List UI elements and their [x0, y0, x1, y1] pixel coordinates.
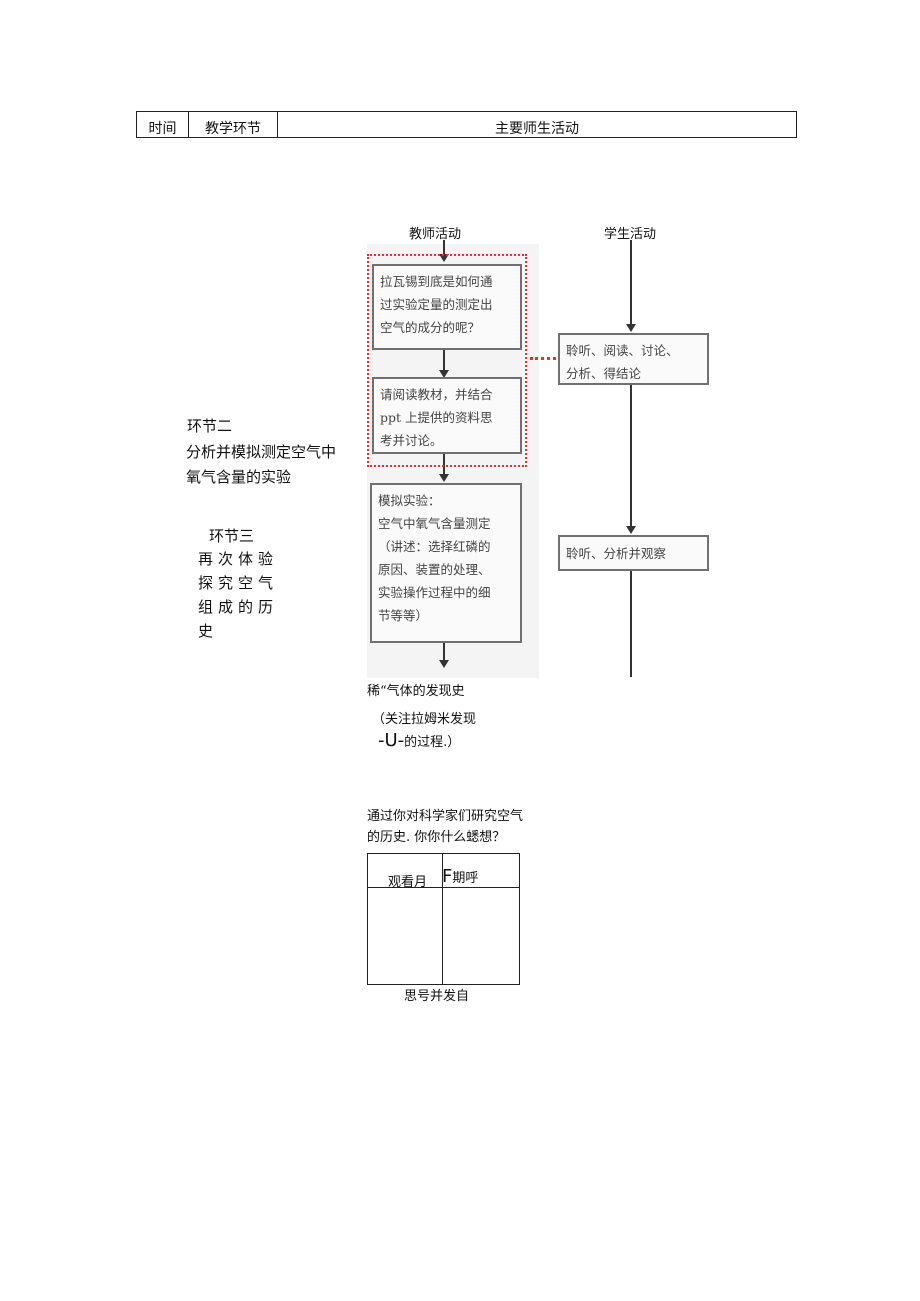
student-box-discuss-line: 分析、得结论	[566, 366, 642, 381]
student-box-discuss-line: 聆听、阅读、讨论、	[566, 343, 679, 358]
teacher-box-reading-line: 请阅读教材，并结合	[380, 387, 493, 402]
section2-title: 环节二	[187, 417, 233, 435]
section3-line4: 史	[198, 622, 219, 640]
section3-title: 环节三	[209, 527, 255, 545]
teacher-box-reading-line: ppt 上提供的资料思	[380, 410, 493, 425]
section2-line1: 分析并模拟测定空气中	[186, 443, 337, 461]
arrow-down-icon	[626, 324, 636, 332]
header-time: 时间	[137, 112, 189, 137]
student-box-observe: 聆听、分析并观察	[558, 535, 709, 571]
table-cell-watch: 观看月	[388, 875, 428, 890]
teacher-box-experiment: 模拟实验： 空气中氧气含量测定 （讲述：选择红磷的 原因、装置的处理、 实验操作…	[370, 483, 522, 643]
teacher-connector	[443, 350, 445, 372]
section3-line3: 组成的历	[198, 598, 279, 616]
student-activity-heading: 学生活动	[604, 227, 657, 242]
header-activity: 主要师生活动	[495, 120, 579, 137]
student-connector	[630, 571, 632, 677]
teacher-box-question-line: 过实验定量的测定出	[380, 297, 493, 312]
arrow-down-icon	[439, 370, 449, 378]
arrow-down-icon	[439, 660, 449, 668]
table-cell-expect-text: 期呼	[452, 871, 479, 886]
teacher-box-question-line: 空气的成分的呢？	[380, 320, 481, 335]
header-section: 教学环节	[189, 112, 278, 137]
header-table: 时间 教学环节 主要师生活动	[136, 111, 797, 138]
process-text: 的过程.）	[404, 735, 461, 750]
teacher-box-reading-line: 考并讨论。	[380, 433, 443, 448]
section3-line2: 探究空气	[198, 574, 279, 592]
question-line1: 通过你对科学家们研究空气	[367, 809, 524, 824]
process-note: -U-的过程.）	[378, 730, 460, 751]
section2-line2: 氧气含量的实验	[186, 468, 292, 486]
table-divider	[368, 887, 519, 888]
history-note: 稀“气体的发现史	[367, 684, 465, 699]
reflection-table: 观看月 F期呼	[367, 853, 520, 985]
table-caption: 思号并发自	[404, 989, 470, 1004]
arrow-down-icon	[439, 254, 449, 262]
student-box-observe-line: 聆听、分析并观察	[566, 546, 667, 561]
student-connector	[630, 240, 632, 325]
teacher-box-experiment-line: 节等等）	[378, 608, 429, 623]
teacher-activity-heading: 教师活动	[409, 227, 462, 242]
table-cell-expect: F期呼	[442, 866, 478, 887]
teacher-box-experiment-line: 空气中氧气含量测定	[378, 516, 491, 531]
section3-line1: 再次体验	[198, 550, 279, 568]
teacher-box-experiment-line: 原因、装置的处理、	[378, 562, 491, 577]
dotted-link	[530, 357, 556, 360]
teacher-box-reading: 请阅读教材，并结合 ppt 上提供的资料思 考并讨论。	[372, 377, 522, 454]
arrow-down-icon	[439, 474, 449, 482]
dotted-highlight-frame	[367, 254, 527, 467]
teacher-box-question: 拉瓦锡到底是如何通 过实验定量的测定出 空气的成分的呢？	[372, 264, 522, 350]
process-glyph: -U-	[378, 730, 405, 751]
student-connector	[630, 385, 632, 527]
question-line2: 的历史. 你你什么蟋想？	[367, 830, 506, 845]
table-cell-glyph: F	[442, 866, 453, 887]
student-box-discuss: 聆听、阅读、讨论、 分析、得结论	[558, 333, 709, 385]
teacher-box-experiment-line: 模拟实验：	[378, 493, 441, 508]
arrow-down-icon	[626, 526, 636, 534]
teacher-connector	[443, 643, 445, 661]
teacher-connector	[443, 240, 445, 254]
focus-note: （关注拉姆米发现	[372, 712, 477, 727]
teacher-box-question-line: 拉瓦锡到底是如何通	[380, 274, 493, 289]
teacher-box-experiment-line: （讲述：选择红磷的	[378, 539, 491, 554]
teacher-box-experiment-line: 实验操作过程中的细	[378, 585, 491, 600]
table-divider	[442, 854, 443, 984]
